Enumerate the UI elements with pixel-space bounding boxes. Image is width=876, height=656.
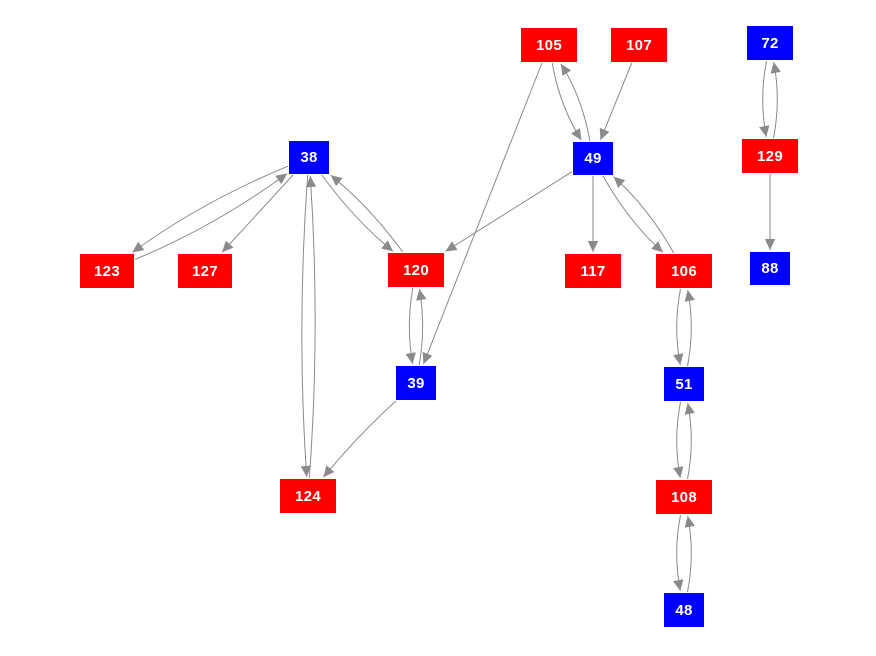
graph-arrowhead-105-to-49 — [571, 128, 582, 141]
graph-edge-49-to-106 — [602, 175, 664, 253]
graph-node-label: 49 — [584, 150, 602, 167]
graph-arrowhead-72-to-129 — [759, 125, 770, 138]
graph-edge-120-to-38 — [330, 174, 404, 253]
graph-edge-129-to-72 — [773, 61, 778, 139]
graph-node-124[interactable]: 124 — [280, 479, 336, 513]
graph-edge-38-to-127 — [221, 174, 294, 253]
graph-arrowhead-106-to-51 — [673, 353, 684, 366]
graph-arrowhead-123-to-38 — [275, 173, 288, 185]
graph-node-49[interactable]: 49 — [573, 142, 613, 175]
graph-edge-51-to-106 — [687, 289, 692, 367]
graph-node-108[interactable]: 108 — [656, 480, 712, 514]
graph-arrowhead-49-to-120 — [445, 241, 458, 252]
graph-node-label: 105 — [536, 36, 562, 54]
graph-arrowhead-129-to-88 — [764, 239, 776, 250]
graph-arrowhead-120-to-38 — [330, 175, 343, 187]
graph-node-120[interactable]: 120 — [388, 253, 444, 287]
graph-node-127[interactable]: 127 — [178, 254, 232, 288]
graph-arrowhead-106-to-49 — [613, 176, 626, 188]
graph-arrowhead-38-to-127 — [222, 240, 234, 253]
graph-edge-38-to-120 — [321, 174, 394, 252]
graph-node-117[interactable]: 117 — [565, 254, 621, 288]
graph-node-label: 88 — [761, 260, 779, 277]
graph-edge-108-to-48 — [676, 514, 681, 592]
graph-arrowhead-51-to-106 — [684, 289, 695, 302]
graph-arrowhead-120-to-39 — [405, 352, 416, 365]
graph-node-48[interactable]: 48 — [664, 593, 704, 627]
graph-edge-38-to-123 — [132, 165, 289, 253]
graph-edge-108-to-51 — [687, 402, 692, 480]
graph-node-38[interactable]: 38 — [289, 141, 329, 174]
graph-edge-105-to-39 — [422, 62, 543, 365]
graph-arrowhead-38-to-123 — [132, 241, 145, 253]
graph-node-label: 48 — [675, 601, 693, 619]
graph-edge-38-to-124 — [301, 174, 309, 478]
graph-node-label: 107 — [626, 36, 652, 54]
graph-arrowhead-49-to-117 — [587, 241, 599, 252]
graph-edge-120-to-39 — [408, 287, 414, 365]
graph-node-label: 72 — [761, 34, 779, 52]
graph-edge-51-to-108 — [676, 401, 681, 479]
graph-node-88[interactable]: 88 — [750, 252, 790, 285]
graph-node-label: 108 — [671, 488, 697, 506]
graph-arrowhead-51-to-108 — [673, 466, 684, 479]
graph-node-106[interactable]: 106 — [656, 254, 712, 288]
graph-edge-123-to-38 — [134, 173, 288, 260]
graph-arrowhead-39-to-120 — [416, 288, 427, 301]
graph-node-label: 117 — [580, 262, 606, 280]
graph-arrowhead-108-to-48 — [673, 579, 684, 592]
graph-arrowhead-49-to-105 — [560, 63, 572, 76]
graph-node-label: 127 — [192, 262, 218, 280]
graph-node-label: 51 — [675, 375, 693, 393]
graph-edge-124-to-38 — [308, 175, 316, 479]
graph-node-label: 39 — [407, 374, 425, 392]
graph-node-39[interactable]: 39 — [396, 366, 436, 400]
graph-arrowhead-48-to-108 — [684, 515, 695, 528]
graph-node-107[interactable]: 107 — [611, 28, 667, 62]
graph-arrowhead-38-to-124 — [300, 465, 312, 478]
graph-arrowhead-107-to-49 — [599, 127, 610, 141]
graph-node-label: 106 — [671, 262, 697, 280]
graph-arrowhead-108-to-51 — [684, 402, 695, 415]
graph-node-label: 123 — [94, 262, 120, 280]
graph-arrowhead-129-to-72 — [770, 61, 781, 74]
graph-edge-106-to-49 — [613, 176, 675, 254]
graph-node-105[interactable]: 105 — [521, 28, 577, 62]
graph-arrowhead-39-to-124 — [323, 465, 335, 478]
graph-edge-49-to-120 — [445, 171, 573, 252]
graph-edge-39-to-124 — [322, 400, 397, 478]
graph-arrowhead-105-to-39 — [422, 351, 433, 365]
graph-node-129[interactable]: 129 — [742, 139, 798, 173]
graph-node-label: 38 — [300, 149, 318, 166]
graph-edge-39-to-120 — [418, 288, 424, 366]
graph-node-72[interactable]: 72 — [747, 26, 793, 60]
graph-edge-106-to-51 — [676, 288, 681, 366]
graph-arrowhead-49-to-106 — [651, 241, 663, 253]
graph-node-51[interactable]: 51 — [664, 367, 704, 401]
graph-node-123[interactable]: 123 — [80, 254, 134, 288]
graph-edge-72-to-129 — [762, 60, 767, 138]
graph-node-label: 120 — [403, 261, 429, 279]
graph-node-label: 129 — [757, 147, 783, 165]
graph-edge-48-to-108 — [687, 515, 692, 593]
graph-edge-107-to-49 — [600, 62, 633, 141]
graph-arrowhead-124-to-38 — [305, 175, 317, 188]
graph-arrowhead-38-to-120 — [381, 240, 394, 252]
graph-node-label: 124 — [295, 487, 321, 505]
